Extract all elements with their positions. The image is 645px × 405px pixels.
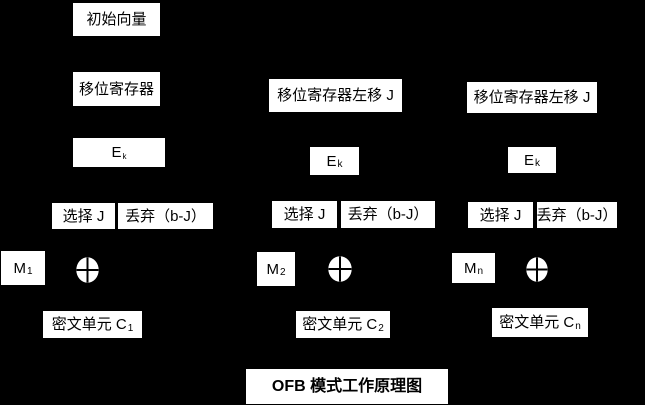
message-label-2: M: [266, 260, 279, 278]
shift-register-box-3: 移位寄存器左移 J: [467, 82, 597, 113]
encrypt-label-1: E: [111, 144, 122, 161]
shift-register-box-1: 移位寄存器: [73, 72, 160, 106]
message-subscript-1: 1: [26, 266, 33, 277]
shift-register-box-2: 移位寄存器左移 J: [269, 79, 402, 112]
message-label-1: M: [13, 259, 26, 277]
cipher-subscript-1: 1: [127, 322, 134, 334]
xor-junction-3: [526, 257, 548, 282]
discard-box-3: 丢弃（b-J）: [537, 202, 617, 228]
encrypt-subscript-3: k: [535, 158, 540, 169]
xor-icon: [328, 256, 352, 282]
message-subscript-3: n: [477, 266, 484, 277]
encrypt-label-2: E: [326, 152, 337, 170]
encrypt-label-3: E: [523, 151, 534, 169]
select-box-2: 选择 J: [272, 201, 337, 228]
encrypt-subscript-2: k: [337, 159, 343, 170]
discard-box-1: 丢弃（b-J）: [118, 203, 213, 229]
cipher-label-2: 密文单元 C: [302, 316, 378, 333]
encrypt-subscript-1: k: [122, 151, 127, 161]
cipher-subscript-2: 2: [378, 322, 384, 334]
cipher-label-3: 密文单元 C: [499, 314, 575, 331]
xor-junction-2: [328, 256, 352, 282]
discard-box-2: 丢弃（b-J）: [341, 201, 435, 228]
xor-icon: [526, 257, 548, 282]
cipher-subscript-3: n: [575, 320, 581, 332]
xor-junction-1: [76, 257, 99, 283]
cipher-label-1: 密文单元 C: [51, 316, 127, 333]
diagram-title: OFB 模式工作原理图: [246, 369, 448, 404]
select-box-1: 选择 J: [52, 203, 115, 229]
select-box-3: 选择 J: [468, 202, 533, 228]
message-subscript-2: 2: [279, 267, 286, 278]
xor-icon: [76, 257, 99, 283]
message-label-3: M: [463, 259, 477, 277]
initial-vector-box: 初始向量: [73, 3, 160, 36]
